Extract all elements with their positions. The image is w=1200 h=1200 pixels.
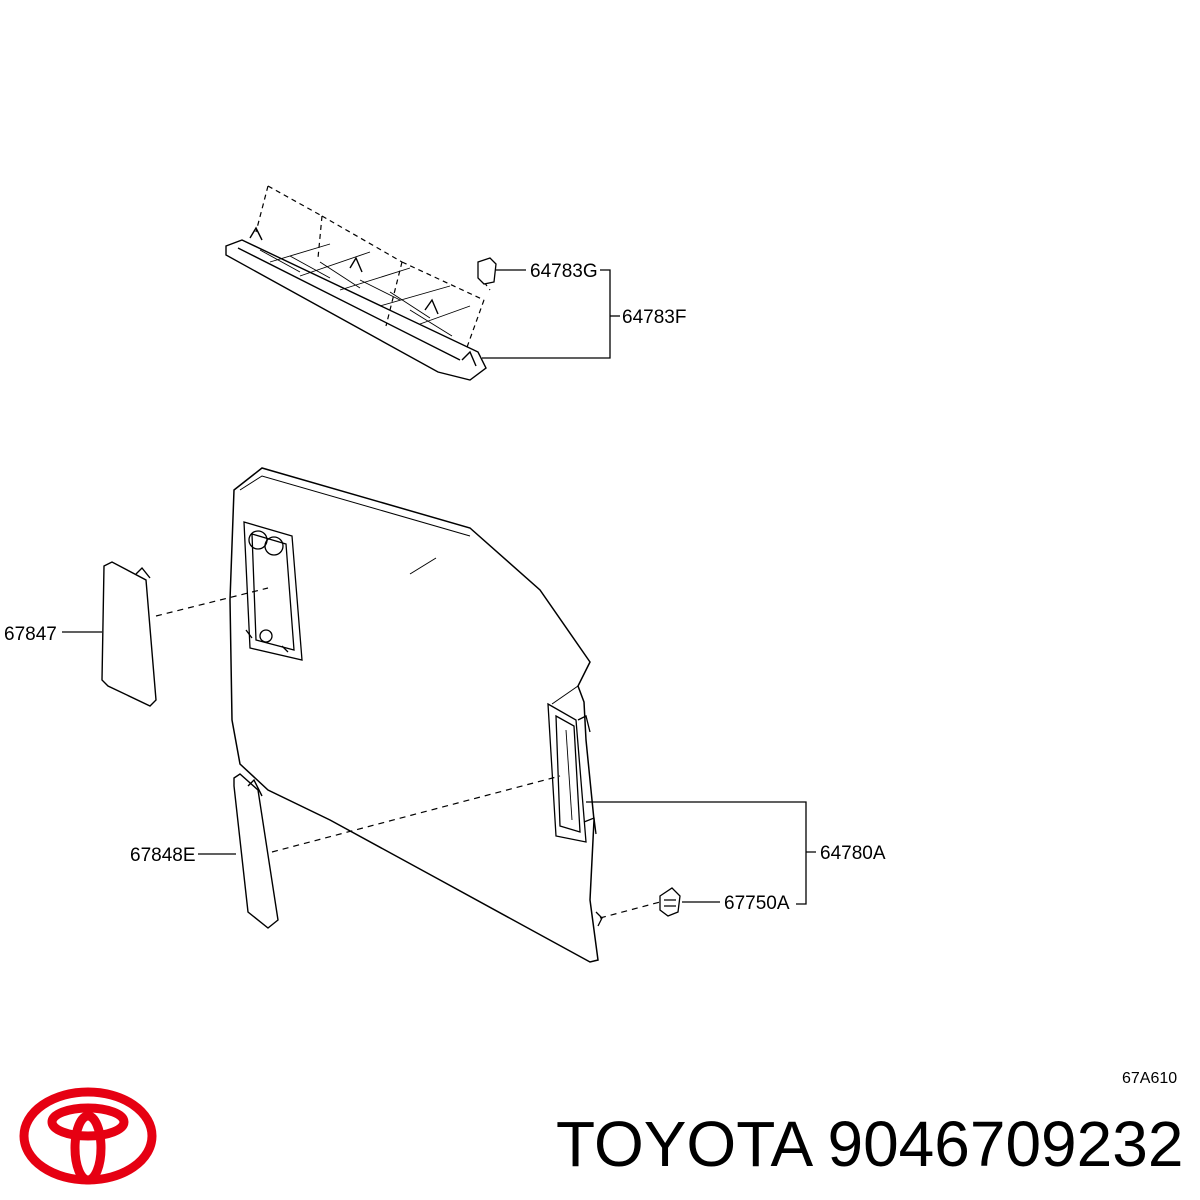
label-67848E: 67848E xyxy=(130,845,196,866)
cover-67847 xyxy=(101,561,157,707)
dashed-67847 xyxy=(155,587,269,617)
clip-64783G xyxy=(477,257,497,285)
dashed-67750A xyxy=(599,901,661,919)
footer-brand: TOYOTA xyxy=(556,1108,810,1180)
label-67750A: 67750A xyxy=(724,893,790,914)
label-64783F: 64783F xyxy=(622,307,686,328)
diagram-code: 67A610 xyxy=(1122,1070,1177,1087)
dashed-67848E xyxy=(271,775,561,853)
cover-67848E xyxy=(233,773,279,929)
upper-dashed-lines xyxy=(255,185,491,351)
upper-opening xyxy=(243,521,303,661)
clip-67750A xyxy=(659,887,681,917)
leader-64780A xyxy=(586,801,816,905)
footer-part-number: 9046709232 xyxy=(827,1108,1184,1180)
label-64780A: 64780A xyxy=(820,843,886,864)
main-panel-64780A xyxy=(229,467,599,963)
toyota-logo-icon xyxy=(19,1087,157,1185)
upper-leaders xyxy=(482,269,620,359)
label-64783G: 64783G xyxy=(530,261,598,282)
label-67847: 67847 xyxy=(4,624,57,645)
footer-title: TOYOTA 9046709232 xyxy=(556,1104,1196,1184)
upper-trim-64783F xyxy=(225,226,487,381)
lower-opening xyxy=(547,702,603,927)
